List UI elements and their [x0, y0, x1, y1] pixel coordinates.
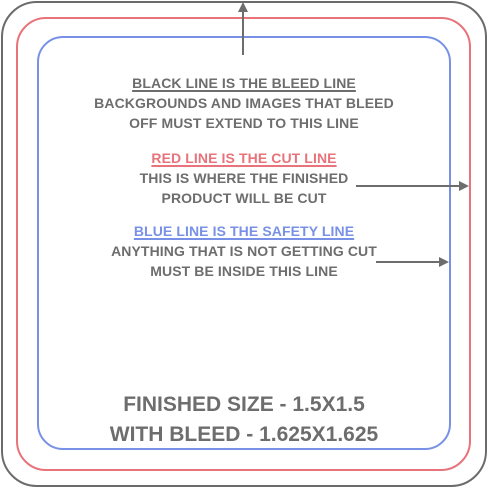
bleed-size: WITH BLEED - 1.625X1.625: [109, 423, 379, 446]
safety-line-explanation: BLUE LINE IS THE SAFETY LINE ANYTHING TH…: [0, 221, 488, 281]
safety-line-text-2: MUST BE INSIDE THIS LINE: [150, 263, 338, 279]
size-info: FINISHED SIZE - 1.5X1.5 WITH BLEED - 1.6…: [0, 390, 488, 450]
safety-line-heading: BLUE LINE IS THE SAFETY LINE: [133, 223, 355, 239]
bleed-line-heading: BLACK LINE IS THE BLEED LINE: [132, 75, 356, 91]
safety-line-text-1: ANYTHING THAT IS NOT GETTING CUT: [111, 243, 377, 259]
finished-size: FINISHED SIZE - 1.5X1.5: [123, 393, 365, 416]
bleed-line-explanation: BLACK LINE IS THE BLEED LINE BACKGROUNDS…: [0, 73, 488, 133]
cut-line-text-1: THIS IS WHERE THE FINISHED: [139, 170, 349, 186]
bleed-line-text-1: BACKGROUNDS AND IMAGES THAT BLEED: [94, 95, 394, 111]
cut-line-heading: RED LINE IS THE CUT LINE: [151, 150, 337, 166]
cut-line-text-2: PRODUCT WILL BE CUT: [161, 190, 327, 206]
cut-line-explanation: RED LINE IS THE CUT LINE THIS IS WHERE T…: [0, 148, 488, 208]
bleed-line-text-2: OFF MUST EXTEND TO THIS LINE: [129, 115, 359, 131]
